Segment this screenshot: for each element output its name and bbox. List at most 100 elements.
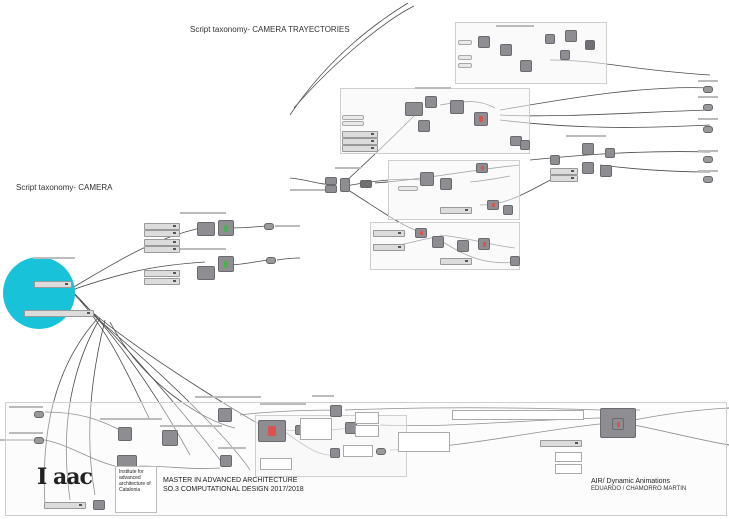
grasshopper-component[interactable] (325, 177, 337, 185)
number-slider[interactable] (144, 270, 180, 277)
grasshopper-component[interactable] (220, 455, 232, 467)
number-slider[interactable] (144, 230, 180, 237)
grasshopper-component[interactable] (612, 418, 624, 430)
param[interactable] (342, 121, 364, 126)
param[interactable] (458, 40, 472, 45)
panel[interactable] (260, 458, 292, 470)
grasshopper-component[interactable] (550, 155, 560, 165)
number-slider[interactable] (34, 281, 72, 288)
number-slider[interactable] (550, 168, 578, 175)
wire (499, 87, 711, 111)
grasshopper-component[interactable] (218, 408, 232, 422)
output-param[interactable] (264, 223, 274, 230)
grasshopper-component[interactable] (503, 205, 513, 215)
grasshopper-component[interactable] (360, 180, 372, 188)
camera-cluster[interactable] (258, 420, 286, 442)
panel[interactable] (555, 452, 582, 462)
output-label (698, 118, 718, 120)
grasshopper-component[interactable] (325, 185, 337, 193)
number-slider[interactable] (373, 244, 405, 251)
grasshopper-component[interactable] (474, 112, 488, 126)
number-slider[interactable] (144, 239, 180, 246)
input-param[interactable] (34, 411, 44, 418)
panel[interactable] (555, 464, 582, 474)
panel[interactable] (300, 418, 332, 440)
output-param[interactable] (703, 86, 713, 93)
grasshopper-component[interactable] (582, 162, 594, 174)
number-slider[interactable] (440, 258, 472, 265)
grasshopper-component[interactable] (218, 220, 234, 236)
grasshopper-component[interactable] (478, 36, 490, 48)
number-slider[interactable] (24, 310, 94, 317)
grasshopper-component[interactable] (330, 448, 340, 458)
grasshopper-component[interactable] (560, 50, 570, 60)
wire (633, 407, 729, 421)
number-slider[interactable] (550, 175, 578, 182)
grasshopper-component[interactable] (93, 500, 105, 510)
grasshopper-component[interactable] (197, 266, 215, 280)
grasshopper-component[interactable] (605, 148, 615, 158)
panel[interactable] (452, 410, 584, 420)
output-param[interactable] (703, 104, 713, 111)
number-slider[interactable] (44, 502, 86, 509)
number-slider[interactable] (342, 138, 378, 145)
group-label (9, 432, 43, 434)
number-slider[interactable] (373, 230, 405, 237)
grasshopper-component[interactable] (440, 178, 452, 190)
grasshopper-component[interactable] (450, 100, 464, 114)
panel[interactable] (355, 425, 379, 437)
number-slider[interactable] (342, 145, 378, 152)
grasshopper-component[interactable] (457, 240, 469, 252)
grasshopper-component[interactable] (582, 143, 594, 155)
output-param[interactable] (376, 448, 386, 455)
param[interactable] (398, 186, 418, 191)
grasshopper-component[interactable] (487, 200, 499, 210)
panel[interactable] (355, 412, 379, 424)
number-slider[interactable] (144, 223, 180, 230)
grasshopper-component[interactable] (425, 96, 437, 108)
wire (499, 119, 711, 128)
param[interactable] (342, 115, 364, 120)
number-slider[interactable] (144, 278, 180, 285)
number-slider[interactable] (342, 131, 378, 138)
grasshopper-component[interactable] (118, 427, 132, 441)
grasshopper-component[interactable] (420, 172, 434, 186)
grasshopper-component[interactable] (418, 120, 430, 132)
grasshopper-component[interactable] (197, 222, 215, 236)
panel[interactable] (343, 445, 373, 457)
grasshopper-component[interactable] (585, 40, 595, 50)
wire (344, 407, 601, 411)
group-label (160, 425, 222, 427)
number-slider[interactable] (440, 207, 472, 214)
grasshopper-component[interactable] (340, 178, 350, 192)
grasshopper-component[interactable] (510, 256, 520, 266)
number-slider[interactable] (144, 246, 180, 253)
output-param[interactable] (703, 176, 713, 183)
camera-circle-label (33, 257, 75, 259)
output-param[interactable] (266, 257, 276, 264)
program-subtitle: SO.3 COMPUTATIONAL DESIGN 2017/2018 (163, 486, 304, 493)
grasshopper-component[interactable] (405, 102, 423, 116)
grasshopper-component[interactable] (600, 165, 612, 177)
grasshopper-component[interactable] (520, 140, 530, 150)
grasshopper-component[interactable] (520, 60, 532, 72)
wire (44, 411, 121, 431)
panel[interactable] (398, 432, 450, 452)
grasshopper-component[interactable] (415, 228, 427, 238)
grasshopper-component[interactable] (545, 34, 555, 44)
param[interactable] (458, 63, 472, 68)
grasshopper-component[interactable] (330, 405, 342, 417)
grasshopper-component[interactable] (218, 256, 234, 272)
wire (43, 317, 99, 506)
param[interactable] (458, 55, 472, 60)
grasshopper-component[interactable] (565, 30, 577, 42)
output-param[interactable] (703, 156, 713, 163)
output-param[interactable] (703, 126, 713, 133)
grasshopper-component[interactable] (162, 430, 178, 446)
grasshopper-component[interactable] (476, 163, 488, 173)
grasshopper-component[interactable] (500, 44, 512, 56)
grasshopper-component[interactable] (478, 238, 490, 250)
number-slider[interactable] (540, 440, 582, 447)
grasshopper-component[interactable] (432, 236, 444, 248)
input-param[interactable] (34, 437, 44, 444)
